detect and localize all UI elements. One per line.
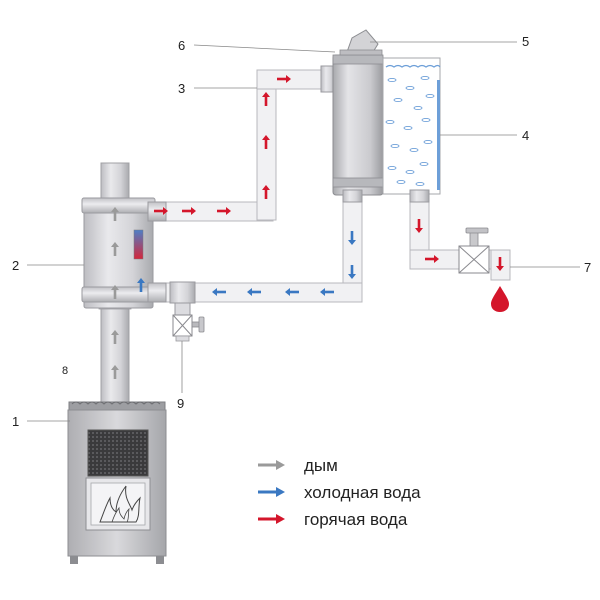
- tank-lid: [346, 29, 379, 53]
- leader-lines: [27, 41, 580, 422]
- heat-exchanger: [81, 197, 167, 309]
- legend-smoke-arrow: [258, 460, 285, 470]
- fire-icon: [99, 485, 141, 523]
- hot-flow-arrow: [415, 219, 423, 233]
- water-bubble: [385, 119, 395, 125]
- heat-exchanger-top-flange: [81, 197, 156, 214]
- drain-pipe: [174, 302, 191, 316]
- drain-valve-cross: [172, 314, 193, 337]
- hot-flow-arrow: [154, 207, 168, 215]
- number-labels: 1 2 3 4 5 6 7 8 9: [12, 34, 591, 429]
- water-bubbles: [385, 75, 435, 187]
- hot-flow-arrow: [262, 92, 270, 106]
- fire-inner-icon: [111, 506, 130, 523]
- hot-flow-arrow: [425, 255, 439, 263]
- water-bubble: [421, 117, 431, 123]
- hot-flow-arrow: [496, 257, 504, 271]
- water-bubble: [390, 143, 400, 149]
- smoke-flow-arrow: [111, 285, 119, 299]
- cold-flow-arrow: [348, 231, 356, 245]
- pipes: [144, 69, 511, 303]
- leader-6: [193, 44, 336, 53]
- label-9: 9: [177, 396, 184, 411]
- legend-smoke-label: дым: [304, 456, 338, 475]
- hot-flow-arrow: [262, 135, 270, 149]
- label-1: 1: [12, 414, 19, 429]
- drain-tee: [169, 281, 196, 304]
- tank-bottom-ring: [332, 177, 384, 188]
- water-bubble: [423, 139, 433, 145]
- water-bubble: [420, 75, 430, 81]
- label-7: 7: [584, 260, 591, 275]
- tank-hot-outlet: [409, 189, 430, 203]
- tank-lid-rim: [339, 49, 383, 56]
- tank-top-ring: [332, 54, 384, 65]
- cold-inlet-stub: [147, 282, 167, 303]
- stove-stones: [71, 401, 161, 405]
- label-3: 3: [178, 81, 185, 96]
- water-jacket-indicator: [133, 229, 144, 260]
- cold-flow-arrow: [137, 278, 145, 292]
- cold-flow-arrow: [285, 288, 299, 296]
- legend-cold-water-label: холодная вода: [304, 483, 421, 502]
- stove-grate: [87, 429, 149, 477]
- tank-cutaway: [382, 57, 441, 195]
- tap-valve-cross: [458, 245, 490, 274]
- hot-flow-arrow: [262, 185, 270, 199]
- legend-hot-water-arrow: [258, 514, 285, 524]
- water-bubble: [409, 147, 419, 153]
- legend: дым холодная вода горячая вода: [258, 456, 421, 529]
- water-bubble: [403, 125, 413, 131]
- water-bubble: [393, 97, 403, 103]
- water-level-strip: [437, 80, 440, 190]
- stove-door-glass: [90, 482, 146, 526]
- water-bubble: [415, 181, 425, 187]
- drain-outlet: [175, 335, 190, 342]
- drain-valve: [169, 281, 205, 342]
- water-bubble: [405, 169, 415, 175]
- label-8: 8: [62, 365, 68, 377]
- water-bubble: [387, 77, 397, 83]
- cold-flow-arrow: [320, 288, 334, 296]
- legend-cold-water-arrow: [258, 487, 285, 497]
- tap-handle: [465, 227, 489, 234]
- water-tank: [320, 29, 441, 203]
- water-bubble: [396, 179, 406, 185]
- water-bubble: [413, 105, 423, 111]
- label-6: 6: [178, 38, 185, 53]
- heat-exchanger-bottom-flange: [81, 286, 156, 303]
- smoke-flow-arrow: [111, 242, 119, 256]
- water-bubble: [405, 85, 415, 91]
- hot-flow-arrow: [277, 75, 291, 83]
- cold-flow-arrow: [212, 288, 226, 296]
- cold-flow-arrow: [348, 265, 356, 279]
- tap: [458, 227, 509, 312]
- water-bubble: [387, 165, 397, 171]
- hot-flow-arrow: [182, 207, 196, 215]
- stove-leg-right: [156, 556, 164, 564]
- label-4: 4: [522, 128, 529, 143]
- stove: [67, 401, 167, 564]
- water-drop-icon: [491, 286, 509, 312]
- cold-flow-arrow: [247, 288, 261, 296]
- water-bubble: [419, 161, 429, 167]
- smoke-flow-arrow: [111, 330, 119, 344]
- stove-leg-left: [70, 556, 78, 564]
- legend-hot-water-label: горячая вода: [304, 510, 408, 529]
- flow-arrows: [111, 75, 504, 379]
- drain-valve-handle: [198, 316, 205, 333]
- tank-metal-body: [332, 54, 384, 196]
- water-surface: [385, 64, 441, 68]
- water-bubble: [425, 93, 435, 99]
- label-5: 5: [522, 34, 529, 49]
- smoke-flow-arrow: [111, 365, 119, 379]
- hot-flow-arrow: [217, 207, 231, 215]
- label-2: 2: [12, 258, 19, 273]
- tap-stem: [469, 231, 479, 247]
- tank-cold-outlet: [342, 189, 363, 203]
- smoke-flow-arrow: [111, 207, 119, 221]
